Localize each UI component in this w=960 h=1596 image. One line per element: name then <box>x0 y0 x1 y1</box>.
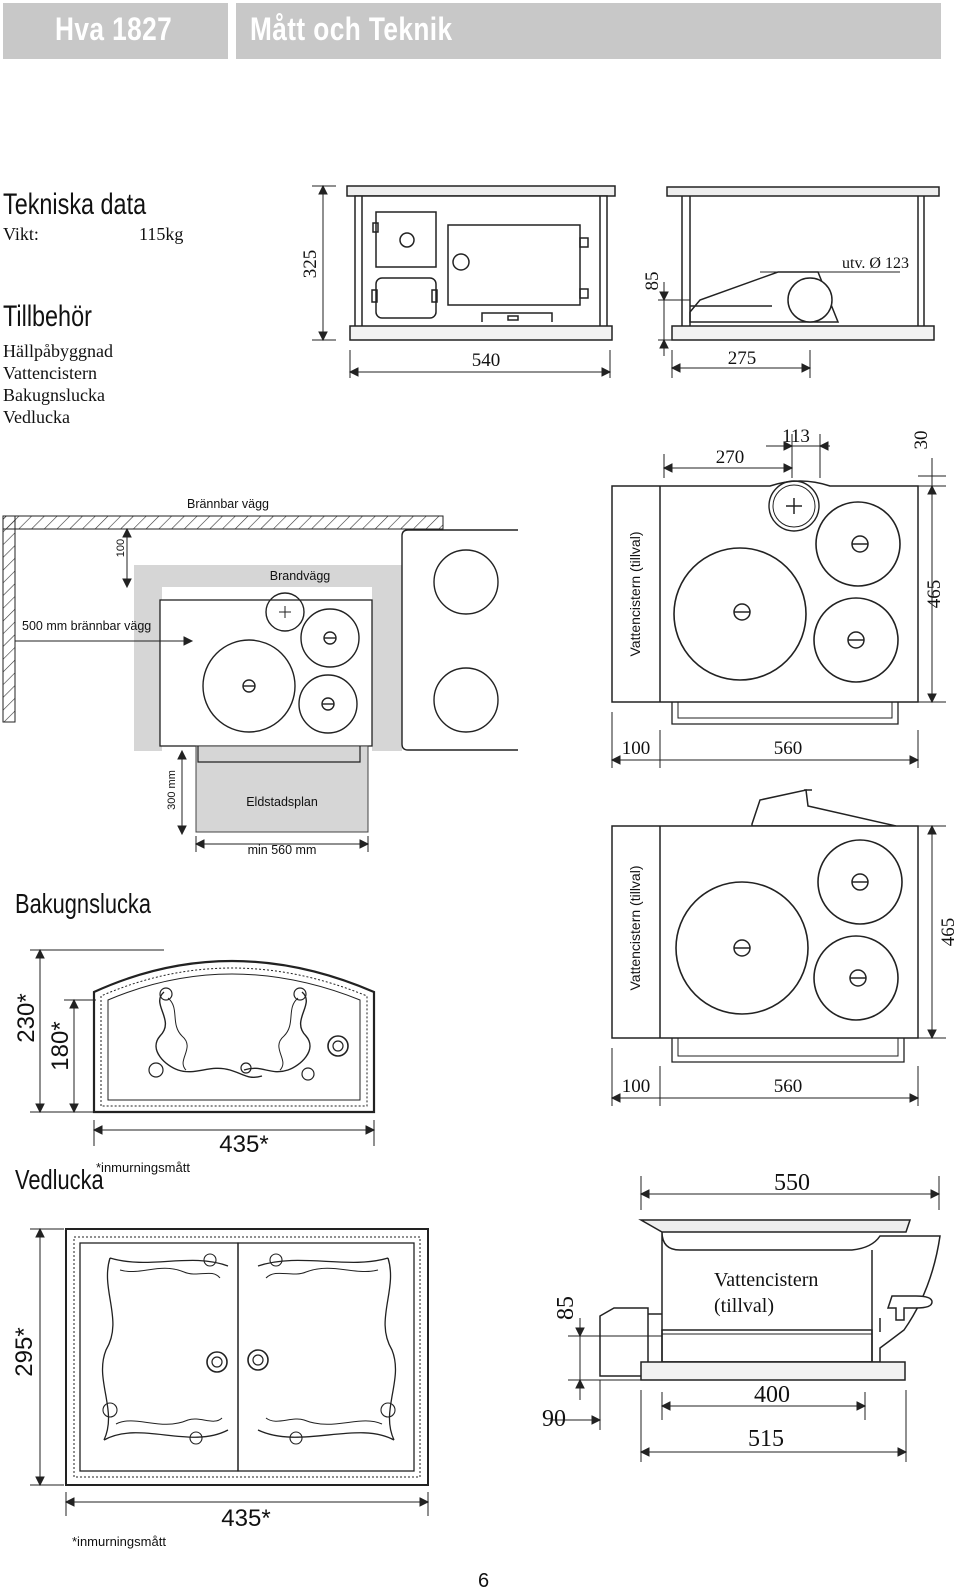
front-width-label: 540 <box>472 350 501 371</box>
cistern-label-line1: Vattencistern <box>714 1269 818 1291</box>
top-d30-label: 30 <box>911 431 932 450</box>
accessories-heading: Tillbehör <box>3 300 92 333</box>
firewood-door-width-435: 435* <box>221 1505 270 1532</box>
side-clearance-label: 500 mm brännbar vägg <box>22 619 151 633</box>
accessory-item: Vattencistern <box>3 363 97 383</box>
oven-door-note: *inmurningsmått <box>96 1160 190 1175</box>
top-view-drawing <box>611 480 919 725</box>
firewood-door-note: *inmurningsmått <box>72 1534 166 1549</box>
header-title-banner: Mått och Teknik <box>236 3 941 59</box>
wall-gap-label: 100 <box>115 539 127 557</box>
cistern-height-85: 85 <box>553 1296 579 1320</box>
front-view-drawing <box>346 185 616 341</box>
cistern-label-line2: (tillval) <box>714 1295 774 1317</box>
header-model-banner: Hva 1827 <box>3 3 228 59</box>
front-view-dimensions <box>312 184 612 378</box>
cistern-view-dimensions <box>550 1176 941 1462</box>
fire-wall-label: Brandvägg <box>270 569 331 583</box>
tech-data-heading: Tekniska data <box>3 188 147 221</box>
top-view-dimensions <box>610 434 946 768</box>
top-d465-label: 465 <box>924 580 945 609</box>
top-d270-label: 270 <box>716 447 745 468</box>
oven-door-width-435: 435* <box>219 1131 268 1158</box>
top2-d465-label: 465 <box>938 918 959 947</box>
outlet-diameter-label: utv. Ø 123 <box>842 255 909 272</box>
top2-d100-label: 100 <box>622 1076 651 1097</box>
accessory-item: Vedlucka <box>3 407 70 427</box>
page-title: Mått och Teknik <box>250 11 453 47</box>
installation-plan-drawing <box>2 515 518 833</box>
floor-plate-label: Eldstadsplan <box>246 795 318 809</box>
cistern-width-400: 400 <box>754 1382 790 1408</box>
top-cistern-label: Vattencistern (tillval) <box>627 531 643 656</box>
cistern-offset-90: 90 <box>542 1406 566 1432</box>
front-height-label: 325 <box>300 250 321 279</box>
oven-door-drawing <box>92 959 376 1114</box>
weight-label: Vikt: <box>3 224 39 244</box>
combustible-wall-label: Brännbar vägg <box>187 497 269 511</box>
oven-door-height-180: 180* <box>47 1021 74 1070</box>
side-depth-label: 275 <box>728 348 757 369</box>
weight-value: 115kg <box>139 224 184 244</box>
oven-door-height-230: 230* <box>13 993 40 1042</box>
side-height-label: 85 <box>642 272 663 291</box>
installation-plan-dimensions <box>15 527 370 852</box>
accessories-list: Hällpåbyggnad Vattencistern Bakugnslucka… <box>3 340 113 428</box>
firewood-door-drawing <box>65 1228 429 1486</box>
accessory-item: Hällpåbyggnad <box>3 341 113 361</box>
cistern-width-515: 515 <box>748 1426 784 1452</box>
firewood-door-heading: Vedlucka <box>15 1164 104 1195</box>
front-clearance-label: 300 mm <box>166 770 178 810</box>
model-name: Hva 1827 <box>55 11 173 47</box>
oven-door-dimensions <box>30 948 376 1146</box>
firewood-door-dimensions <box>30 1227 430 1516</box>
top2-cistern-label: Vattencistern (tillval) <box>627 865 643 990</box>
cistern-view-drawing <box>599 1219 941 1381</box>
top-d560-label: 560 <box>774 738 803 759</box>
top-view-2-drawing <box>611 789 919 1063</box>
top-d100-label: 100 <box>622 738 651 759</box>
page-number: 6 <box>478 1570 490 1592</box>
top2-d560-label: 560 <box>774 1076 803 1097</box>
cistern-width-550: 550 <box>774 1170 810 1196</box>
min-width-label: min 560 mm <box>248 843 317 857</box>
oven-door-heading: Bakugnslucka <box>15 888 151 919</box>
firewood-door-height-295: 295* <box>11 1327 38 1376</box>
side-view-dimensions <box>658 271 900 378</box>
top-d113-label: 113 <box>782 426 810 447</box>
accessory-item: Bakugnslucka <box>3 385 105 405</box>
top-view-2-dimensions <box>610 824 946 1106</box>
side-view-drawing <box>666 186 940 341</box>
